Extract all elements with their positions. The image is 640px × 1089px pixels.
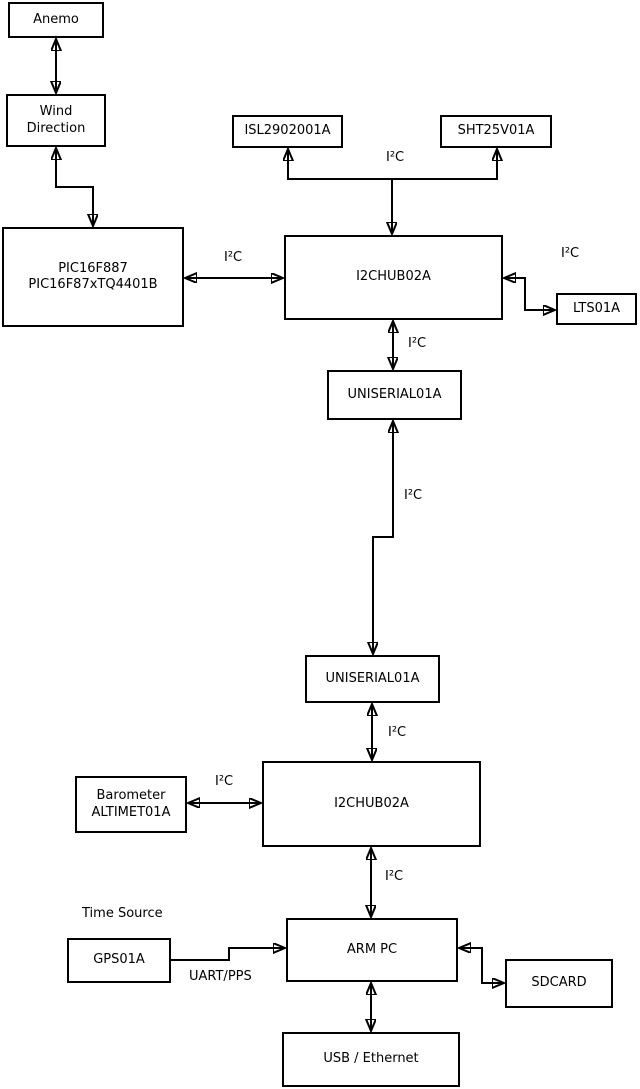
- box-usb-ethernet-label: USB / Ethernet: [323, 1051, 419, 1067]
- box-barometer-label: Barometer ALTIMET01A: [91, 788, 171, 820]
- box-sht25v01a: SHT25V01A: [440, 115, 552, 148]
- box-i2c-hub-bottom: I2CHUB02A: [262, 761, 481, 847]
- box-anemo-label: Anemo: [33, 11, 79, 27]
- box-i2c-hub-top-label: I2CHUB02A: [356, 269, 431, 285]
- box-i2c-hub-top: I2CHUB02A: [284, 235, 503, 320]
- edge-label-i2c-sensor-bus: I²C: [386, 150, 405, 165]
- connector-wind-pic: [56, 149, 93, 225]
- edge-label-i2c-long-link: I²C: [404, 488, 423, 503]
- edge-label-i2c-baro-hub: I²C: [215, 774, 234, 789]
- box-pic-controller-label: PIC16F887 PIC16F87xTQ4401B: [28, 260, 158, 292]
- box-sdcard-label: SDCARD: [531, 975, 587, 991]
- edge-label-i2c-hub-arm: I²C: [385, 869, 404, 884]
- box-lts01a: LTS01A: [556, 293, 637, 325]
- connector-gps-arm-uart: [171, 948, 284, 961]
- edge-label-uart-pps: UART/PPS: [189, 969, 252, 984]
- edge-label-time-source: Time Source: [82, 906, 163, 921]
- box-barometer: Barometer ALTIMET01A: [75, 776, 187, 833]
- box-anemo: Anemo: [8, 2, 104, 38]
- box-arm-pc: ARM PC: [286, 918, 458, 982]
- box-uniserial-top: UNISERIAL01A: [327, 370, 462, 420]
- box-wind-direction: Wind Direction: [6, 94, 106, 147]
- edge-label-i2c-pic-hub: I²C: [224, 250, 243, 265]
- edge-label-i2c-uniserial-hub: I²C: [388, 725, 407, 740]
- edge-label-i2c-hub-lts: I²C: [561, 246, 580, 261]
- connector-uniserial-long-link: [373, 422, 393, 653]
- box-sht25v01a-label: SHT25V01A: [457, 123, 535, 139]
- connector-hub-lts: [505, 278, 554, 310]
- box-arm-pc-label: ARM PC: [346, 941, 398, 957]
- box-wind-direction-label: Wind Direction: [26, 104, 86, 136]
- box-isl2902001a-label: ISL2902001A: [244, 123, 331, 139]
- box-uniserial-top-label: UNISERIAL01A: [347, 386, 442, 402]
- box-pic-controller: PIC16F887 PIC16F87xTQ4401B: [2, 227, 184, 327]
- box-sdcard: SDCARD: [505, 959, 613, 1008]
- edge-label-i2c-hub-uniserial: I²C: [408, 336, 427, 351]
- box-usb-ethernet: USB / Ethernet: [282, 1032, 460, 1087]
- box-gps01a-label: GPS01A: [93, 952, 145, 968]
- box-gps01a: GPS01A: [67, 938, 171, 983]
- connector-arm-sdcard: [460, 948, 503, 983]
- box-i2c-hub-bottom-label: I2CHUB02A: [334, 795, 409, 811]
- box-uniserial-bottom-label: UNISERIAL01A: [325, 670, 420, 686]
- box-isl2902001a: ISL2902001A: [232, 115, 343, 148]
- box-lts01a-label: LTS01A: [572, 300, 621, 316]
- box-uniserial-bottom: UNISERIAL01A: [305, 655, 440, 703]
